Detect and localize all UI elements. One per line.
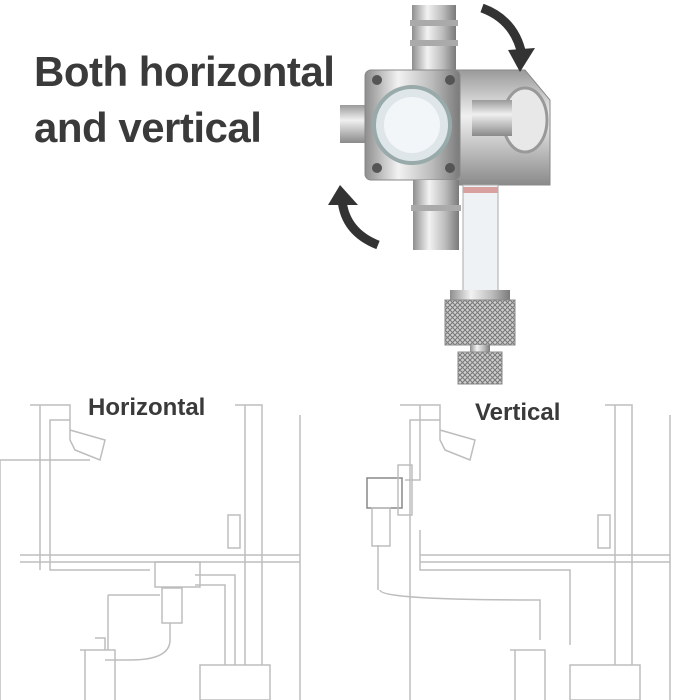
rotate-arrow-icon (480, 3, 527, 57)
co2-diffuser-device (340, 5, 551, 385)
rotate-arrow-head-icon-2 (328, 185, 358, 205)
rotate-arrow-head-icon (508, 48, 535, 72)
vertical-setup-diagram (366, 404, 671, 700)
headline-line-1: Both horizontal (34, 48, 335, 95)
vertical-label: Vertical (475, 399, 561, 426)
headline-line-2: and vertical (34, 104, 262, 151)
rotate-arrow-icon-2 (337, 199, 380, 250)
headline: Both horizontal and vertical (34, 44, 335, 156)
horizontal-label: Horizontal (88, 394, 206, 421)
horizontal-setup-diagram (0, 404, 301, 700)
